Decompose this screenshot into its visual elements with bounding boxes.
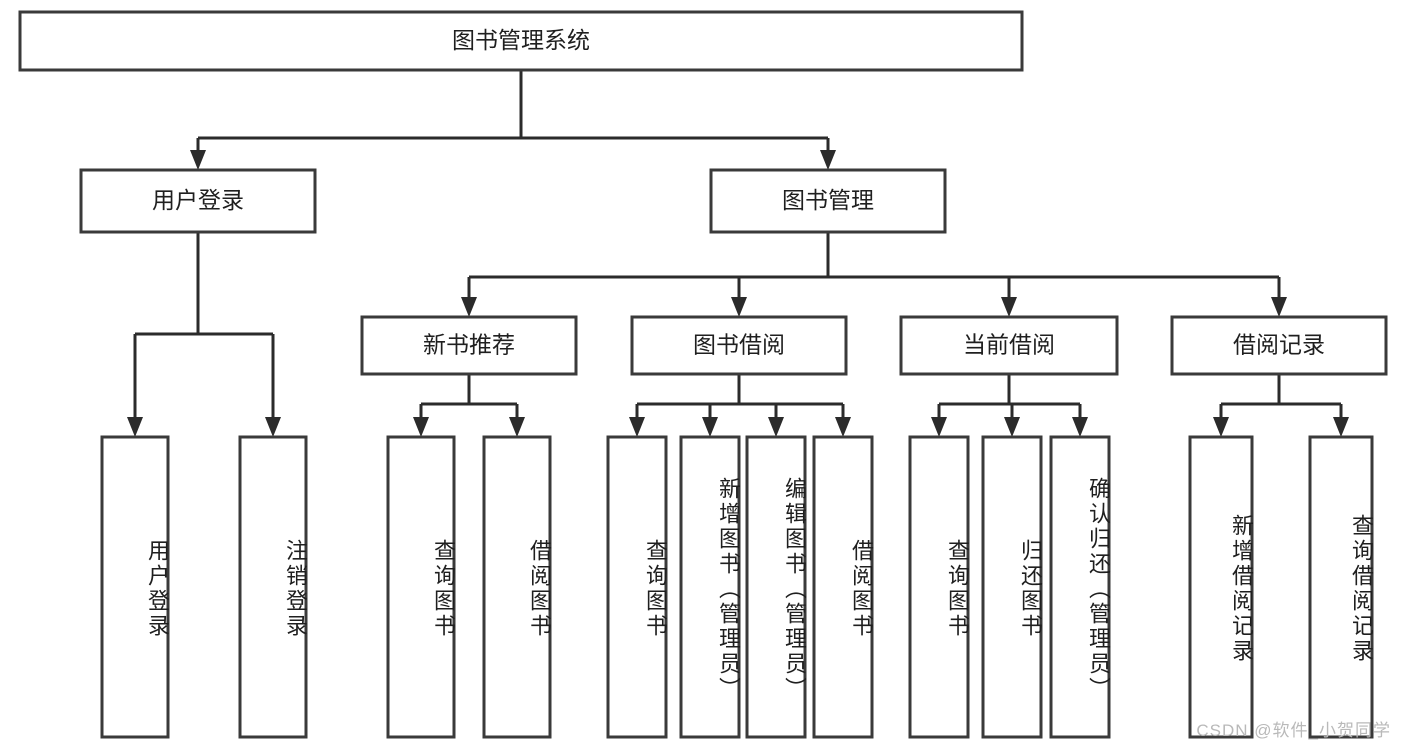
node-box-leaf-user-login[interactable] — [100, 435, 170, 739]
node-box-leaf-query-record[interactable] — [1308, 435, 1374, 739]
arrow-head — [768, 417, 784, 437]
arrow-head — [702, 417, 718, 437]
node-box-leaf-query-book-cur[interactable] — [908, 435, 970, 739]
arrow-head — [1001, 297, 1017, 317]
arrow-head — [190, 150, 206, 170]
arrow-head — [509, 417, 525, 437]
arrow-head — [1271, 297, 1287, 317]
edges-user-login-to-leaves — [133, 232, 275, 419]
edges-new-book-rec-to-leaves — [419, 374, 519, 419]
arrow-head — [265, 417, 281, 437]
node-label-current-borrow: 当前借阅 — [963, 332, 1055, 358]
connector-layer — [127, 70, 1349, 437]
node-box-leaf-return-book[interactable] — [981, 435, 1043, 739]
node-box-book-manage[interactable] — [709, 168, 947, 234]
node-box-leaf-edit-book[interactable] — [745, 435, 807, 739]
node-box-leaf-borrow-book[interactable] — [812, 435, 874, 739]
node-box-new-book-rec[interactable] — [360, 315, 578, 376]
node-label-user-login: 用户登录 — [152, 187, 244, 213]
arrow-head — [413, 417, 429, 437]
node-label-new-book-rec: 新书推荐 — [423, 332, 515, 358]
arrow-head — [931, 417, 947, 437]
arrow-head — [629, 417, 645, 437]
node-box-leaf-confirm-return[interactable] — [1049, 435, 1111, 739]
arrow-head — [127, 417, 143, 437]
node-box-layer — [18, 10, 1388, 739]
arrow-head — [1213, 417, 1229, 437]
arrow-head — [820, 150, 836, 170]
node-box-leaf-add-record[interactable] — [1188, 435, 1254, 739]
edges-current-borrow-to-leaves — [937, 374, 1082, 419]
node-box-current-borrow[interactable] — [899, 315, 1119, 376]
node-box-leaf-borrow-book-rec[interactable] — [482, 435, 552, 739]
node-label-root: 图书管理系统 — [452, 27, 590, 53]
arrow-head — [461, 297, 477, 317]
arrow-head — [731, 297, 747, 317]
node-label-borrow-record: 借阅记录 — [1233, 332, 1325, 358]
arrow-head — [1333, 417, 1349, 437]
node-box-borrow-record[interactable] — [1170, 315, 1388, 376]
node-box-leaf-add-book[interactable] — [679, 435, 741, 739]
watermark-text: CSDN @软件_小贺同学 — [1196, 721, 1391, 740]
node-box-user-login[interactable] — [79, 168, 317, 234]
node-box-book-borrow[interactable] — [630, 315, 848, 376]
arrow-head — [1004, 417, 1020, 437]
node-label-book-borrow: 图书借阅 — [693, 332, 785, 358]
node-box-root[interactable] — [18, 10, 1024, 72]
edges-root-to-level2 — [196, 70, 830, 152]
edges-book-manage-to-level3 — [467, 232, 1281, 299]
node-box-leaf-logout[interactable] — [238, 435, 308, 739]
node-box-leaf-query-book-borrow[interactable] — [606, 435, 668, 739]
arrow-head — [1072, 417, 1088, 437]
arrow-head — [835, 417, 851, 437]
node-box-leaf-query-book-rec[interactable] — [386, 435, 456, 739]
edges-book-borrow-to-leaves — [635, 374, 845, 419]
node-label-book-manage: 图书管理 — [782, 187, 874, 213]
edges-borrow-record-to-leaves — [1219, 374, 1343, 419]
